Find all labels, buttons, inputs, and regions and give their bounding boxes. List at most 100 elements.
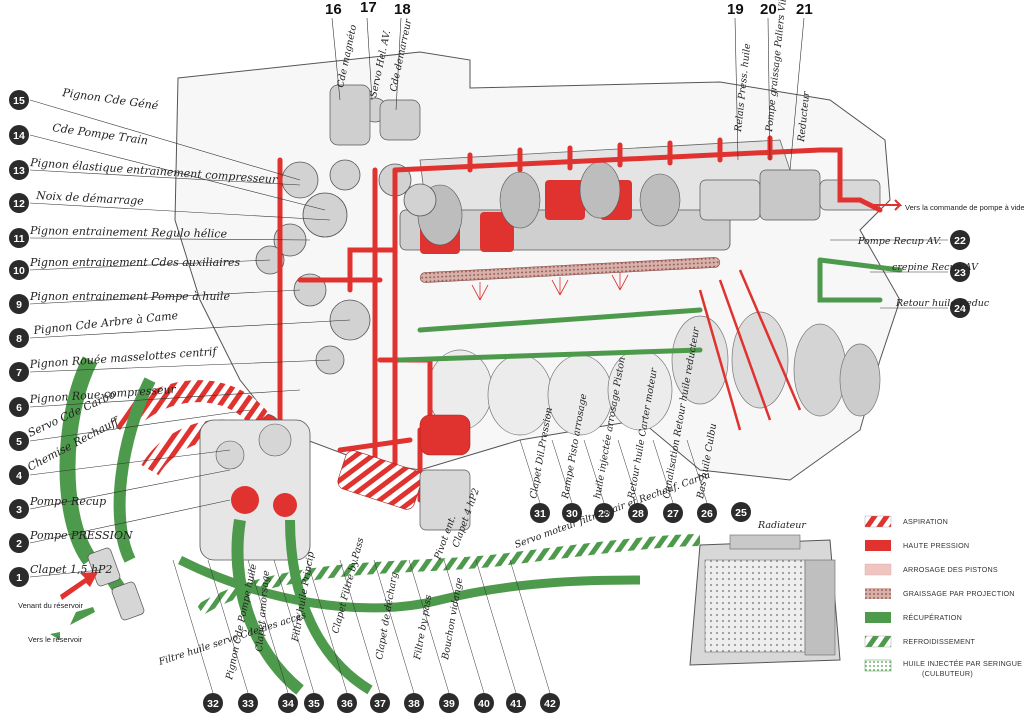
pump-section bbox=[59, 356, 701, 695]
callout-2-number: 2 bbox=[16, 538, 22, 550]
svg-text:Pompe Recup AV.: Pompe Recup AV. bbox=[857, 236, 941, 247]
projection-rail bbox=[419, 257, 721, 283]
callout-12: 12 Noix de démarrage bbox=[9, 189, 331, 221]
callout-37-number: 37 bbox=[374, 698, 386, 710]
callout-14-label: Cde Pompe Train bbox=[52, 121, 149, 147]
callout-9-label: Pignon entrainement Pompe à huile bbox=[29, 290, 230, 303]
callout-7-number: 7 bbox=[16, 367, 22, 379]
callout-3-label: Pompe Recup bbox=[29, 495, 106, 508]
svg-text:(CULBUTEUR): (CULBUTEUR) bbox=[922, 669, 973, 678]
pressure-gallery bbox=[277, 135, 883, 503]
svg-text:Retour huile Reduc: Retour huile Reduc bbox=[895, 298, 990, 309]
callout-25-label: Radiateur bbox=[757, 520, 807, 531]
callout-10-label: Pignon entrainement Cdes auxiliaires bbox=[29, 256, 240, 269]
callout-7-label: Pignon Rouée masselottes centrif bbox=[28, 345, 219, 371]
from-reservoir-label: Venant du réservoir bbox=[18, 601, 84, 610]
callout-8-number: 8 bbox=[16, 333, 22, 345]
callout-27-number: 27 bbox=[667, 508, 679, 520]
to-reservoir-label: Vers le réservoir bbox=[28, 635, 83, 644]
callout-9: 9 Pignon entrainement Pompe à huile bbox=[9, 289, 301, 314]
callout-38-number: 38 bbox=[408, 698, 420, 710]
callout-9-number: 9 bbox=[16, 299, 22, 311]
callout-30-number: 30 bbox=[566, 508, 578, 520]
callout-2: 2 Pompe PRESSION bbox=[9, 499, 231, 553]
svg-text:HAUTE PRESSION: HAUTE PRESSION bbox=[903, 541, 969, 550]
callout-12-number: 12 bbox=[13, 198, 25, 210]
callout-6-number: 6 bbox=[16, 402, 22, 414]
callout-21-label: Reducteur bbox=[796, 90, 812, 144]
legend-graissage: GRAISSAGE PAR PROJECTION bbox=[865, 588, 1015, 599]
legend-refroidissement: REFROIDISSEMENT bbox=[864, 635, 975, 648]
callout-1-number: 1 bbox=[16, 572, 22, 584]
radiator bbox=[689, 534, 841, 666]
callout-15-number: 15 bbox=[13, 95, 25, 107]
engine-illustration bbox=[50, 51, 903, 695]
callout-14-number: 14 bbox=[13, 130, 25, 142]
callout-5-number: 5 bbox=[16, 436, 22, 448]
svg-text:GRAISSAGE PAR PROJECTION: GRAISSAGE PAR PROJECTION bbox=[903, 589, 1015, 598]
callout-26-number: 26 bbox=[701, 508, 713, 520]
callout-21: 21 bbox=[796, 1, 813, 18]
callout-22: 22 Pompe Recup AV. bbox=[830, 230, 970, 250]
legend-arrosage: ARROSAGE DES PISTONS bbox=[864, 563, 998, 576]
callout-35-number: 35 bbox=[308, 698, 320, 710]
legend: ASPIRATION HAUTE PRESSION ARROSAGE DES P… bbox=[864, 515, 1022, 678]
callout-33-number: 33 bbox=[242, 698, 254, 710]
callout-36-label: Clapet Filtre by.Pass bbox=[330, 536, 366, 634]
callout-4-number: 4 bbox=[16, 470, 22, 482]
callout-3: 3 Pompe Recup bbox=[9, 469, 231, 519]
callout-32-number: 32 bbox=[207, 698, 219, 710]
reservoir-arrows bbox=[50, 572, 98, 640]
callout-23: 23 crepine Recup AV bbox=[870, 262, 979, 282]
callout-31-number: 31 bbox=[534, 508, 546, 520]
callout-42-number: 42 bbox=[544, 698, 556, 710]
callout-17: 17 bbox=[360, 0, 377, 16]
callout-36-number: 36 bbox=[341, 698, 353, 710]
svg-text:HUILE INJECTÉE PAR SERINGUE: HUILE INJECTÉE PAR SERINGUE bbox=[903, 659, 1022, 668]
callout-11: 11 Pignon entrainement Regulo hélice bbox=[9, 224, 311, 248]
callout-16: 16 bbox=[325, 1, 342, 18]
right-callouts: 22 Pompe Recup AV. 23 crepine Recup AV 2… bbox=[830, 199, 1024, 318]
callout-3-number: 3 bbox=[16, 504, 22, 516]
svg-text:23: 23 bbox=[954, 267, 966, 279]
cylinder-bank bbox=[427, 311, 881, 436]
svg-text:22: 22 bbox=[954, 235, 966, 247]
callout-37-label: Clapet de décharg bbox=[374, 571, 400, 660]
callout-11-label: Pignon entrainement Regulo hélice bbox=[29, 224, 228, 240]
svg-text:RÉCUPÉRATION: RÉCUPÉRATION bbox=[903, 613, 962, 622]
callout-25-number: 25 bbox=[735, 507, 747, 519]
callout-12-label: Noix de démarrage bbox=[35, 189, 145, 208]
svg-text:ASPIRATION: ASPIRATION bbox=[903, 517, 948, 526]
callout-11-number: 11 bbox=[13, 233, 24, 245]
callout-18: 18 bbox=[394, 1, 411, 18]
crankshaft bbox=[399, 161, 881, 254]
callout-40-number: 40 bbox=[478, 698, 490, 710]
legend-recuperation: RÉCUPÉRATION bbox=[865, 612, 962, 623]
callout-24: 24 Retour huile Reduc bbox=[880, 298, 990, 318]
callout-10: 10 Pignon entrainement Cdes auxiliaires bbox=[9, 256, 271, 280]
legend-aspiration: ASPIRATION bbox=[864, 515, 948, 528]
callout-34-number: 34 bbox=[282, 698, 294, 710]
callout-28-number: 28 bbox=[632, 508, 644, 520]
legend-haute-pression: HAUTE PRESSION bbox=[865, 540, 969, 551]
callout-13-number: 13 bbox=[13, 165, 25, 177]
callout-15-label: Pignon Cde Géné bbox=[61, 86, 160, 113]
svg-text:crepine Recup AV: crepine Recup AV bbox=[892, 262, 979, 273]
callout-1-label: Clapet 1,5 hP2 bbox=[30, 563, 112, 576]
callout-2-label: Pompe PRESSION bbox=[29, 529, 133, 542]
callout-20: 20 bbox=[760, 1, 777, 18]
legend-seringue: HUILE INJECTÉE PAR SERINGUE (CULBUTEUR) bbox=[864, 659, 1022, 678]
recovery-lines bbox=[397, 257, 903, 363]
callout-41-number: 41 bbox=[510, 698, 522, 710]
callout-8-label: Pignon Cde Arbre à Came bbox=[32, 309, 179, 337]
callout-1: 1 Clapet 1,5 hP2 bbox=[9, 563, 112, 587]
callout-10-number: 10 bbox=[13, 265, 25, 277]
callout-39-number: 39 bbox=[443, 698, 455, 710]
svg-text:ARROSAGE DES PISTONS: ARROSAGE DES PISTONS bbox=[903, 565, 998, 574]
callout-19: 19 bbox=[727, 1, 744, 18]
vacuum-pump-note: Vers la commande de pompe à vide bbox=[905, 203, 1024, 212]
